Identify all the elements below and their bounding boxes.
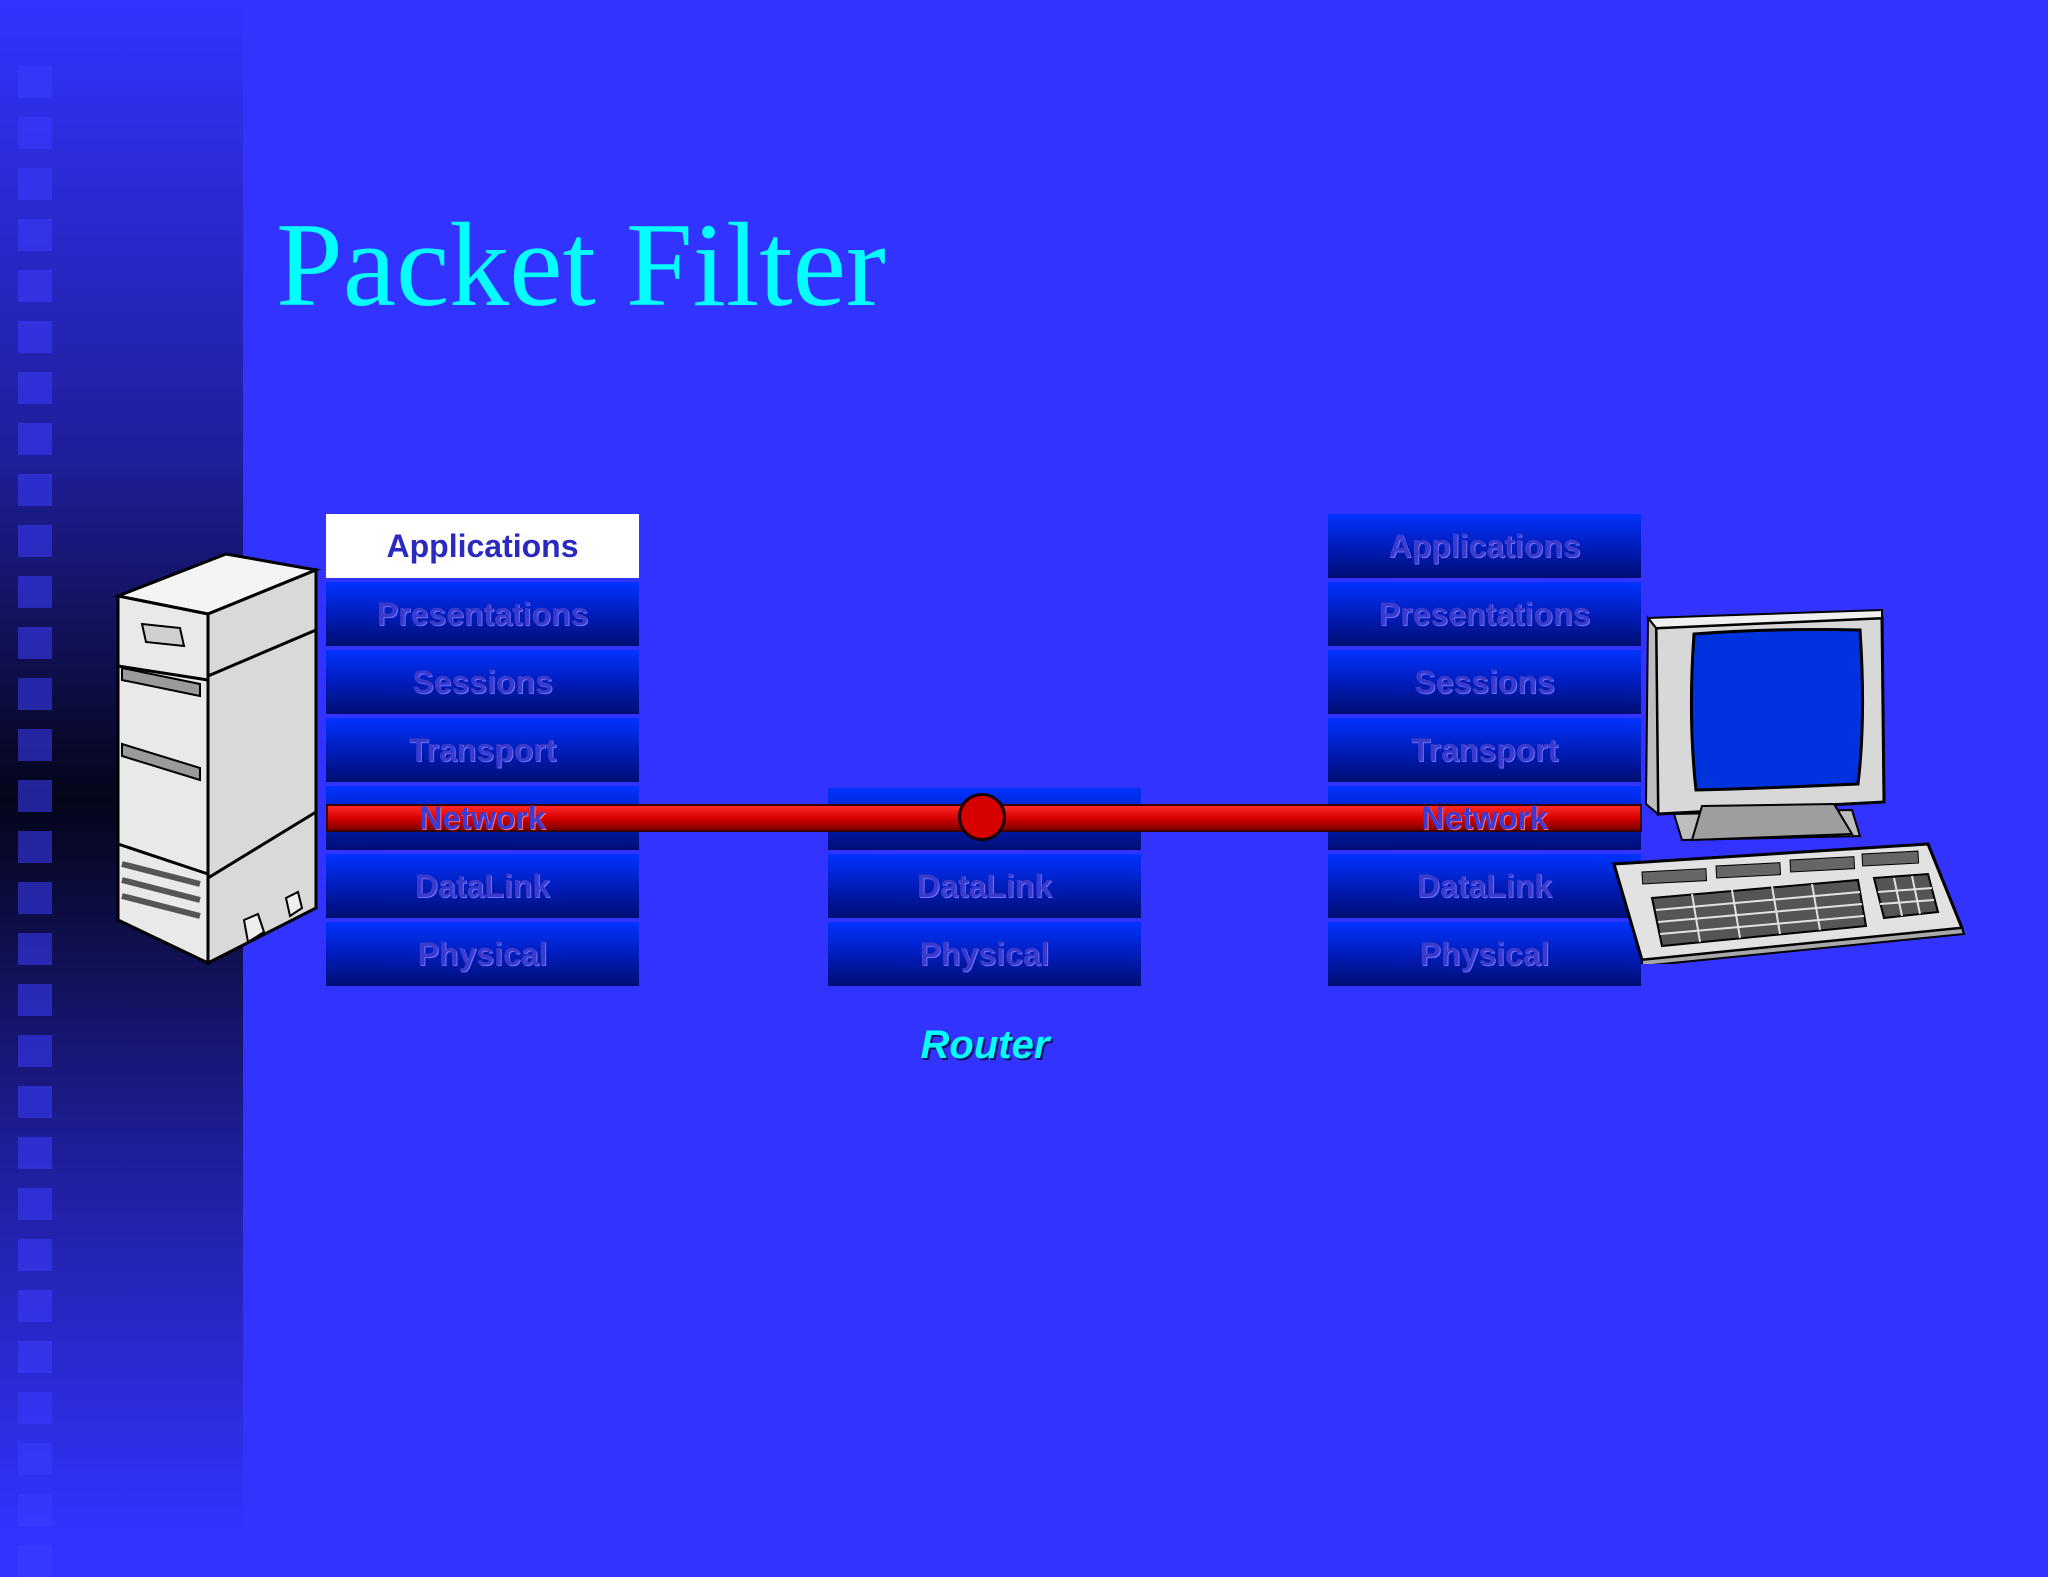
decorative-square xyxy=(18,576,52,608)
decorative-square xyxy=(18,1392,52,1424)
decorative-square xyxy=(18,1494,52,1526)
right-stack-network-label: Network xyxy=(1421,799,1548,836)
left-stack-layer-transport: Transport xyxy=(326,718,639,782)
decorative-square xyxy=(18,270,52,302)
decorative-square xyxy=(18,882,52,914)
decorative-square xyxy=(18,117,52,149)
decorative-square xyxy=(18,1290,52,1322)
server-tower-icon xyxy=(112,552,322,966)
left-stack-layer-presentations: Presentations xyxy=(326,582,639,646)
decorative-square xyxy=(18,219,52,251)
decorative-square xyxy=(18,168,52,200)
left-stack-network-label: Network xyxy=(419,799,546,836)
left-stack-layer-physical: Physical xyxy=(326,922,639,986)
decorative-square xyxy=(18,1341,52,1373)
left-stack-layer-applications: Applications xyxy=(326,514,639,578)
decorative-square xyxy=(18,984,52,1016)
right-stack-layer-presentations: Presentations xyxy=(1328,582,1641,646)
decorative-square xyxy=(18,1545,52,1577)
decorative-square xyxy=(18,780,52,812)
decorative-square xyxy=(18,678,52,710)
decorative-square xyxy=(18,1137,52,1169)
router-filter-point xyxy=(958,793,1006,841)
decorative-square xyxy=(18,627,52,659)
decorative-square xyxy=(18,321,52,353)
decorative-squares xyxy=(0,0,243,1577)
right-stack-layer-datalink: DataLink xyxy=(1328,854,1641,918)
router-stack-layer-datalink: DataLink xyxy=(828,854,1141,918)
decorative-square xyxy=(18,729,52,761)
right-stack-layer-sessions: Sessions xyxy=(1328,650,1641,714)
decorative-square xyxy=(18,423,52,455)
decorative-square xyxy=(18,372,52,404)
router-label: Router xyxy=(920,1023,1050,1067)
decorative-square xyxy=(18,1035,52,1067)
decorative-square xyxy=(18,1443,52,1475)
decorative-square xyxy=(18,525,52,557)
desktop-computer-icon xyxy=(1612,608,1966,964)
slide-title: Packet Filter xyxy=(276,198,886,331)
router-stack-layer-physical: Physical xyxy=(828,922,1141,986)
decorative-square xyxy=(18,1188,52,1220)
decorative-square xyxy=(18,831,52,863)
right-stack-layer-applications: Applications xyxy=(1328,514,1641,578)
right-stack-layer-transport: Transport xyxy=(1328,718,1641,782)
decorative-square xyxy=(18,1086,52,1118)
right-stack-layer-physical: Physical xyxy=(1328,922,1641,986)
decorative-square xyxy=(18,474,52,506)
left-stack-layer-sessions: Sessions xyxy=(326,650,639,714)
decorative-square xyxy=(18,933,52,965)
decorative-square xyxy=(18,66,52,98)
decorative-square xyxy=(18,1239,52,1271)
left-stack-layer-datalink: DataLink xyxy=(326,854,639,918)
